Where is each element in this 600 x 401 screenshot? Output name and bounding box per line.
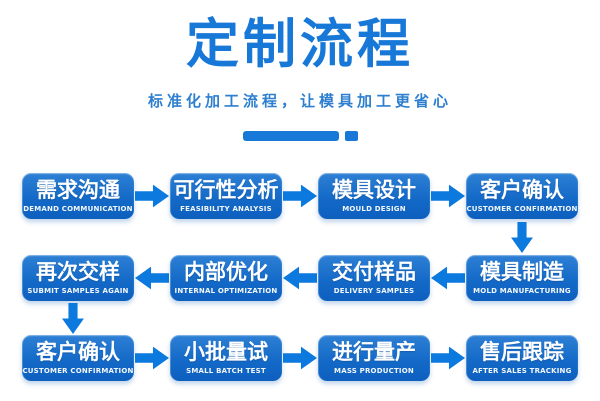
- arrow-right-icon: [135, 346, 169, 370]
- title-divider: [0, 131, 600, 141]
- step-customer-confirmation-1: 客户确认 CUSTOMER CONFIRMATION: [466, 173, 578, 219]
- step-label-en: CUSTOMER CONFIRMATION: [22, 366, 134, 375]
- step-label-zh: 模具设计: [332, 178, 416, 203]
- step-label-zh: 进行量产: [332, 340, 416, 365]
- step-mold-manufacturing: 模具制造 MOLD MANUFACTURING: [466, 255, 578, 301]
- step-label-zh: 交付样品: [332, 260, 416, 285]
- step-label-en: AFTER SALES TRACKING: [472, 366, 572, 375]
- step-label-zh: 内部优化: [184, 260, 268, 285]
- step-label-en: MASS PRODUCTION: [334, 366, 414, 375]
- step-label-en: CUSTOMER CONFIRMATION: [466, 204, 578, 213]
- step-delivery-samples: 交付样品 DELIVERY SAMPLES: [318, 255, 430, 301]
- step-customer-confirmation-2: 客户确认 CUSTOMER CONFIRMATION: [22, 335, 134, 381]
- arrow-left-icon: [283, 266, 317, 290]
- page-title: 定制流程: [186, 14, 414, 75]
- arrow-down-icon: [511, 222, 533, 253]
- step-label-zh: 小批量试: [184, 340, 268, 365]
- step-label-en: MOULD DESIGN: [342, 204, 406, 213]
- step-mass-production: 进行量产 MASS PRODUCTION: [318, 335, 430, 381]
- divider-bar-icon: [242, 131, 339, 141]
- arrow-right-icon: [431, 346, 465, 370]
- step-label-zh: 可行性分析: [173, 178, 279, 203]
- arrow-right-icon: [431, 184, 465, 208]
- step-feasibility-analysis: 可行性分析 FEASIBILITY ANALYSIS: [170, 173, 282, 219]
- step-label-zh: 再次交样: [36, 260, 120, 285]
- page-subtitle: 标准化加工流程，让模具加工更省心: [147, 92, 452, 110]
- step-label-zh: 模具制造: [480, 260, 564, 285]
- arrow-right-icon: [135, 184, 169, 208]
- step-demand-communication: 需求沟通 DEMAND COMMUNICATION: [22, 173, 134, 219]
- step-internal-optimization: 内部优化 INTERNAL OPTIMIZATION: [170, 255, 282, 301]
- step-label-zh: 客户确认: [480, 178, 564, 203]
- step-small-batch-test: 小批量试 SMALL BATCH TEST: [170, 335, 282, 381]
- step-label-en: SMALL BATCH TEST: [186, 366, 266, 375]
- step-label-en: DEMAND COMMUNICATION: [23, 204, 133, 213]
- divider-square-icon: [344, 131, 358, 141]
- step-label-en: DELIVERY SAMPLES: [333, 286, 415, 295]
- flow-row-1: 需求沟通 DEMAND COMMUNICATION 可行性分析 FEASIBIL…: [22, 173, 578, 219]
- flow-row-2: 再次交样 SUBMIT SAMPLES AGAIN 内部优化 INTERNAL …: [22, 255, 578, 301]
- flow-chart: 需求沟通 DEMAND COMMUNICATION 可行性分析 FEASIBIL…: [0, 173, 600, 385]
- step-label-zh: 需求沟通: [36, 178, 120, 203]
- step-after-sales-tracking: 售后跟踪 AFTER SALES TRACKING: [466, 335, 578, 381]
- step-label-en: INTERNAL OPTIMIZATION: [174, 286, 278, 295]
- arrow-down-icon: [62, 303, 84, 334]
- step-mould-design: 模具设计 MOULD DESIGN: [318, 173, 430, 219]
- arrow-left-icon: [431, 266, 465, 290]
- flow-row-3: 客户确认 CUSTOMER CONFIRMATION 小批量试 SMALL BA…: [22, 335, 578, 381]
- step-label-en: FEASIBILITY ANALYSIS: [180, 204, 272, 213]
- step-label-en: SUBMIT SAMPLES AGAIN: [27, 286, 129, 295]
- step-submit-samples-again: 再次交样 SUBMIT SAMPLES AGAIN: [22, 255, 134, 301]
- arrow-right-icon: [283, 184, 317, 208]
- arrow-right-icon: [283, 346, 317, 370]
- step-label-zh: 客户确认: [36, 340, 120, 365]
- step-label-en: MOLD MANUFACTURING: [473, 286, 571, 295]
- arrow-left-icon: [135, 266, 169, 290]
- step-label-zh: 售后跟踪: [480, 340, 564, 365]
